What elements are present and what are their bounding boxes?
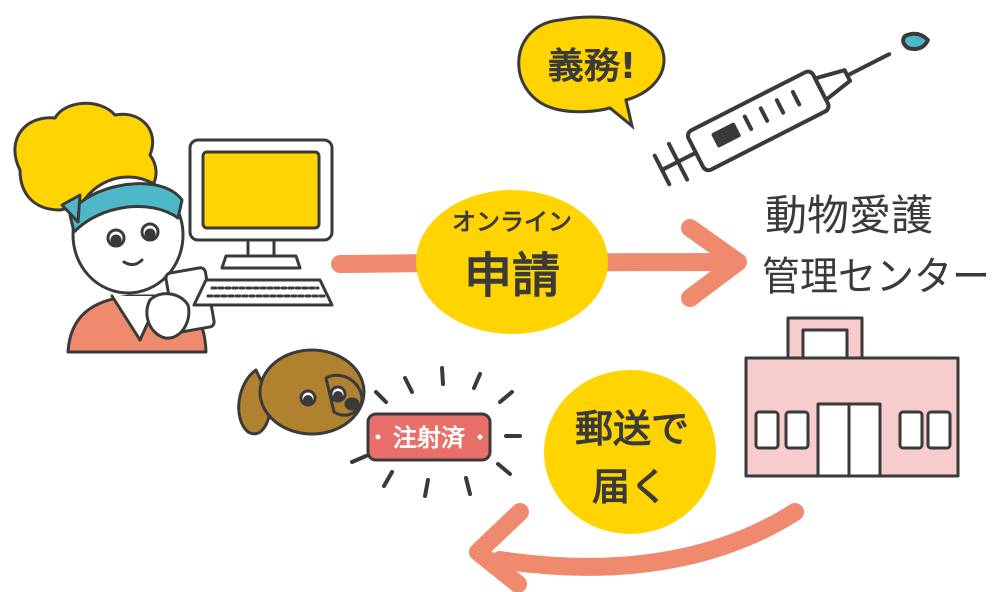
- arrow-return: [469, 503, 804, 592]
- computer-icon: [188, 138, 334, 307]
- syringe-icon: [652, 31, 930, 187]
- bubble-duty-text: 義務!: [548, 46, 636, 87]
- building-icon: [744, 316, 960, 478]
- bubble-apply-line1: オンライン: [452, 208, 572, 236]
- badge: 注射済: [366, 412, 492, 462]
- badge-text: 注射済: [393, 424, 466, 452]
- bubble-mail-line2: 届く: [592, 465, 668, 509]
- bubble-duty: 義務!: [517, 15, 666, 130]
- bubble-apply: オンライン 申請: [416, 190, 608, 334]
- center-label-line1: 動物愛護: [765, 191, 933, 240]
- center-label: 動物愛護 管理センター: [762, 191, 990, 300]
- bubble-apply-line2: 申請: [464, 248, 560, 304]
- bubble-mail: 郵送で 届く: [544, 370, 716, 534]
- badge-rays: [350, 366, 522, 498]
- center-label-line2: 管理センター: [762, 254, 990, 300]
- woman-icon: [13, 101, 216, 354]
- bubble-mail-line1: 郵送で: [575, 407, 689, 451]
- dog-icon: [237, 348, 366, 436]
